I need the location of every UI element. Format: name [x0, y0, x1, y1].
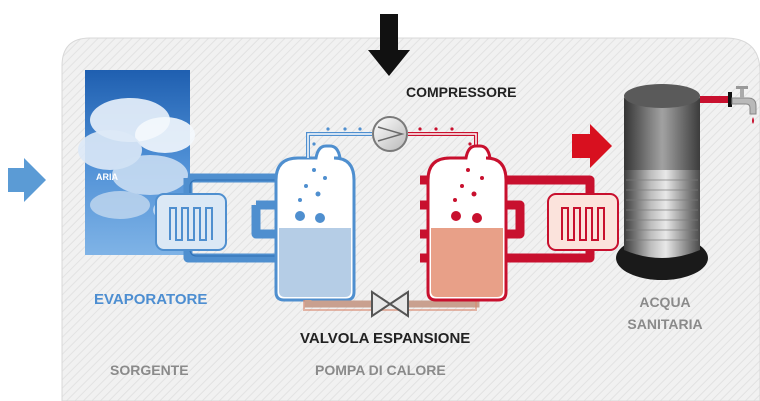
diagram-panel — [61, 37, 760, 401]
faucet-icon — [700, 86, 757, 124]
evaporator-label: EVAPORATORE — [94, 291, 208, 308]
expansion-valve-icon — [371, 290, 409, 318]
source-label: SORGENTE — [110, 362, 189, 378]
down-arrow-icon — [368, 14, 410, 76]
sanitary-water-line1: ACQUA — [639, 294, 691, 310]
heat-exchanger-coil-icon — [155, 193, 227, 251]
right-arrow-icon — [572, 124, 612, 168]
right-arrow-icon — [8, 158, 46, 202]
heat-pump-label: POMPA DI CALORE — [315, 362, 446, 378]
heat-exchanger-coil-icon — [547, 193, 619, 251]
water-tank-icon — [616, 84, 708, 280]
compressor-icon — [372, 116, 408, 152]
expansion-valve-label: VALVOLA ESPANSIONE — [300, 330, 471, 347]
sanitary-water-line2: SANITARIA — [627, 316, 703, 332]
sanitary-water-label: ACQUA SANITARIA — [620, 291, 710, 335]
condenser-vessel — [426, 144, 508, 302]
compressor-label: COMPRESSORE — [406, 84, 517, 100]
aria-label: ARIA — [96, 172, 118, 182]
evaporator-vessel — [274, 144, 356, 302]
